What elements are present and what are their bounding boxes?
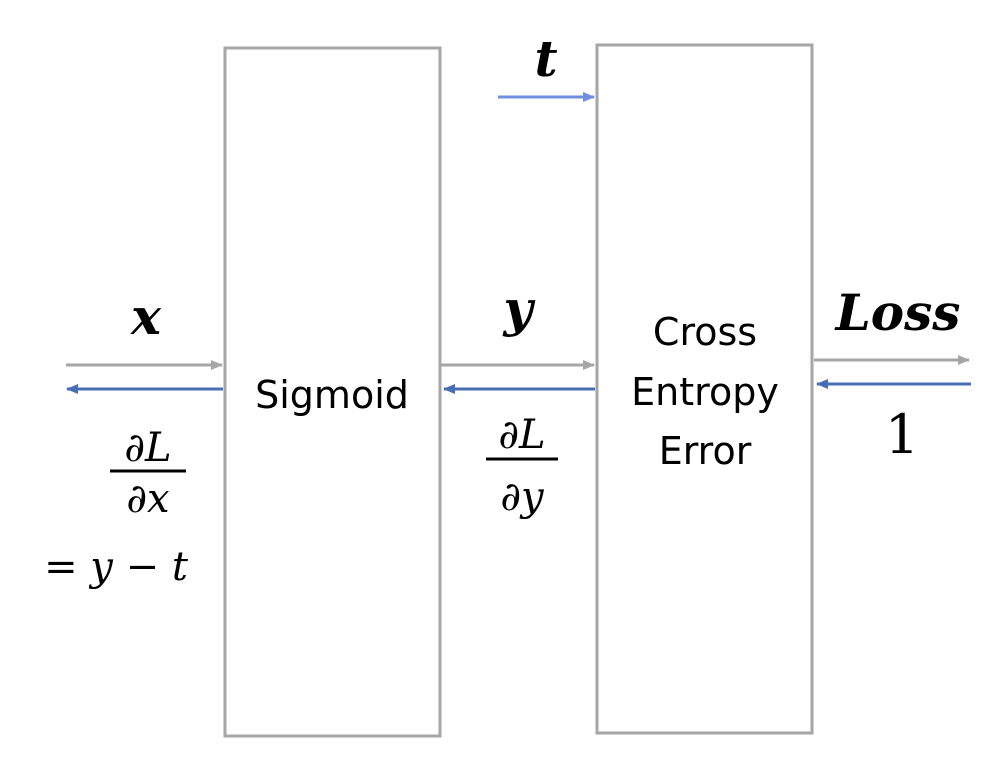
- cross-entropy-label-line-2: Entropy: [631, 370, 779, 414]
- loss-gradient-label: 1: [885, 403, 919, 466]
- cross-entropy-label-line-3: Error: [659, 429, 752, 473]
- dl-dy-denominator: ∂y: [500, 474, 545, 520]
- output-y-label: y: [502, 279, 535, 338]
- dl-dx-equation: = y − t: [44, 544, 189, 590]
- cross-entropy-block: [595, 43, 814, 735]
- dl-dx-numerator: ∂L: [124, 425, 171, 471]
- loss-label: Loss: [834, 283, 961, 342]
- dl-dy-numerator: ∂L: [498, 412, 545, 458]
- dl-dx-denominator: ∂x: [126, 476, 169, 522]
- sigmoid-block: [223, 46, 442, 738]
- input-x-label: x: [130, 287, 162, 346]
- sigmoid-label: Sigmoid: [255, 373, 409, 417]
- target-t-label: t: [534, 29, 557, 88]
- cross-entropy-label-line-1: Cross: [653, 310, 757, 354]
